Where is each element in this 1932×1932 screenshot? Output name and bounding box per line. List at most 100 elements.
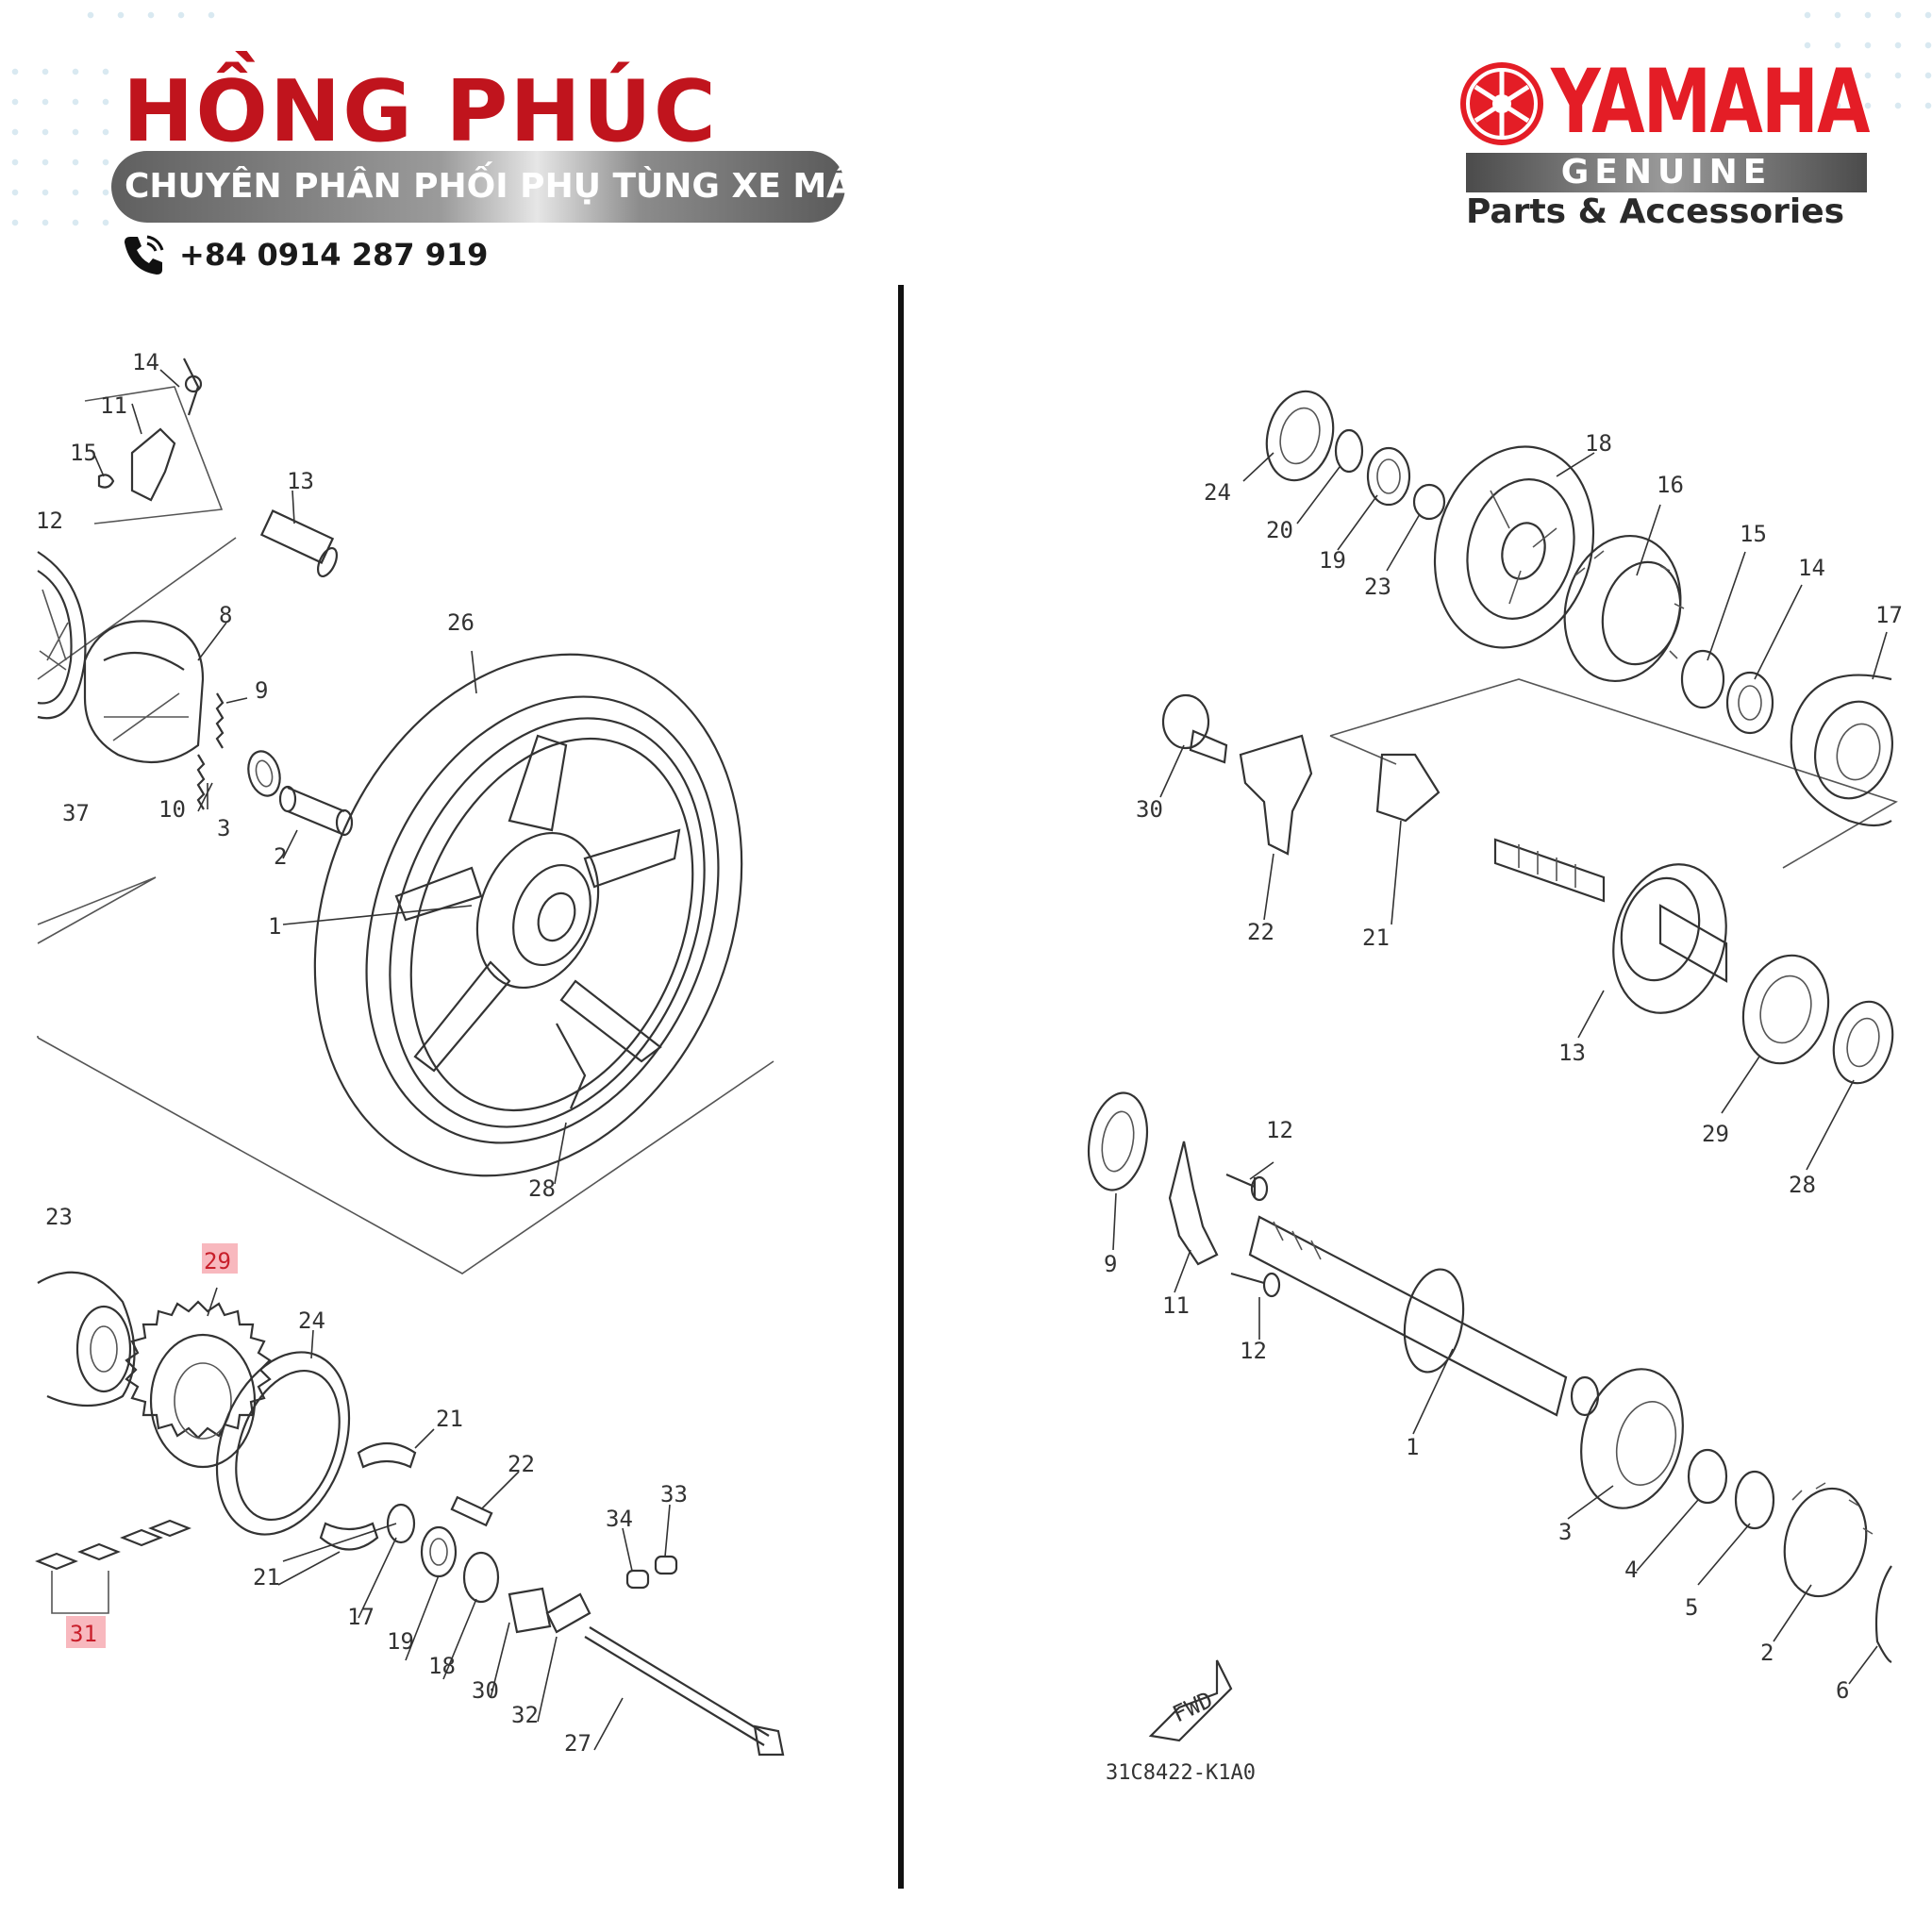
nut-33 [654,1555,678,1575]
right-exploded-diagram: FWD 31C8422-K1A0 24 20 19 23 18 16 15 14… [1088,390,1903,1785]
callout-label: 32 [511,1702,539,1728]
phone-number: +84 0914 287 919 [179,237,489,273]
oil-seal-3 [247,750,281,797]
bearing-28 [1832,1000,1894,1085]
gear-18 [1433,445,1595,649]
brake-lever-part [97,358,203,502]
callout-label: 11 [1162,1292,1190,1319]
callout-label: 23 [45,1204,73,1230]
callout-label: 21 [253,1564,280,1591]
shift-drum-cam-30 [1161,693,1228,764]
decor-dots-top [75,0,236,38]
collar-17 [386,1503,416,1544]
phone-contact[interactable]: +84 0914 287 919 [121,228,488,281]
sprocket-plate-part [215,1351,351,1536]
phone-icon [125,235,164,275]
screw-12b [1230,1272,1265,1285]
rear-wheel-rim-part [394,734,681,1109]
spring-10 [196,754,206,810]
callout-label: 18 [428,1653,456,1679]
callout-label: 26 [447,609,475,636]
fwd-label: FWD [1169,1687,1217,1728]
genuine-band: GENUINE [1466,153,1867,192]
callout-label: 3 [217,815,230,841]
washer-5 [1734,1470,1775,1530]
bearing-19 [420,1525,458,1578]
brake-shoe-part [83,620,205,764]
callout-label: 16 [1657,472,1684,498]
callout-label-highlight: 31 [70,1621,97,1647]
bearing-9 [1088,1091,1148,1191]
callout-label: 5 [1685,1594,1698,1621]
callout-label: 24 [298,1307,325,1334]
callout-label: 28 [1789,1172,1816,1198]
decor-dots-top-right [1792,0,1932,132]
callout-label: 9 [255,677,268,704]
callout-label: 33 [660,1481,688,1507]
callout-label: 6 [1836,1677,1849,1704]
gear-16 [1563,534,1685,683]
plate-11 [1168,1141,1219,1266]
callout-label: 24 [1204,479,1231,506]
gasket-21 [1375,753,1441,823]
drive-chain-part [35,1519,192,1571]
bearing-29 [1741,954,1830,1065]
adjuster-32 [545,1592,591,1634]
callout-label: 17 [347,1604,375,1630]
callout-label: 22 [1247,919,1274,945]
callout-label: 21 [1362,924,1390,951]
spring-9 [215,692,225,749]
bearing-24 [1265,390,1335,482]
plate-22 [1239,734,1313,856]
callout-label: 15 [1740,521,1767,547]
diagram-code: 31C8422-K1A0 [1106,1761,1256,1785]
shaft-13 [1493,838,1728,1014]
gear-2 [1783,1482,1874,1598]
callout-label: 9 [1104,1251,1117,1277]
tagline-banner: CHUYÊN PHÂN PHỐI PHỤ TÙNG XE MÁY [111,151,874,223]
callout-label: 37 [62,800,90,826]
callout-label: 12 [1266,1117,1293,1143]
nut-34 [625,1569,650,1590]
callout-label: 12 [1240,1338,1267,1364]
callout-label: 8 [219,602,232,628]
washer-19 [1366,446,1411,507]
bush-23 [1412,483,1446,521]
yamaha-tuning-fork-icon [1460,62,1543,145]
left-callout-labels: 14 11 15 12 13 8 9 26 37 10 3 2 1 28 23 … [36,349,688,1757]
collar-2 [278,785,354,837]
left-exploded-diagram: 14 11 15 12 13 8 9 26 37 10 3 2 1 28 23 … [35,349,785,1757]
hub-fragment-left [37,551,87,720]
callout-label: 18 [1585,430,1612,457]
callout-label: 23 [1364,574,1391,600]
bearing-18 [462,1551,500,1604]
parts-accessories-text: Parts & Accessories [1466,192,1845,231]
callout-label-highlight: 29 [204,1248,231,1274]
callout-label: 34 [606,1506,633,1532]
gear-17 [1790,674,1894,827]
callout-label: 28 [528,1175,556,1202]
brake-camshaft-part [259,509,339,577]
callout-label: 4 [1624,1557,1638,1583]
washer-14 [1725,671,1774,735]
rear-sprocket-part [125,1300,272,1469]
panel-divider [898,285,904,1889]
callout-label: 17 [1875,602,1903,628]
gear-3 [1580,1368,1684,1509]
callout-label: 27 [564,1730,591,1757]
callout-label: 14 [1798,555,1825,581]
circlip-20 [1334,428,1364,474]
yamaha-wordmark: YAMAHA [1551,51,1870,154]
callout-label: 29 [1702,1121,1729,1147]
rear-tire-part [313,653,743,1177]
callout-label: 13 [1558,1040,1586,1066]
spacer-30 [508,1587,552,1634]
callout-label: 1 [268,913,281,940]
axle-27 [589,1626,770,1737]
yamaha-logo: YAMAHA GENUINE Parts & Accessories [1457,51,1872,236]
callout-label: 30 [1136,796,1163,823]
callout-label: 14 [132,349,159,375]
callout-label: 10 [158,796,186,823]
callout-label: 19 [387,1628,414,1655]
